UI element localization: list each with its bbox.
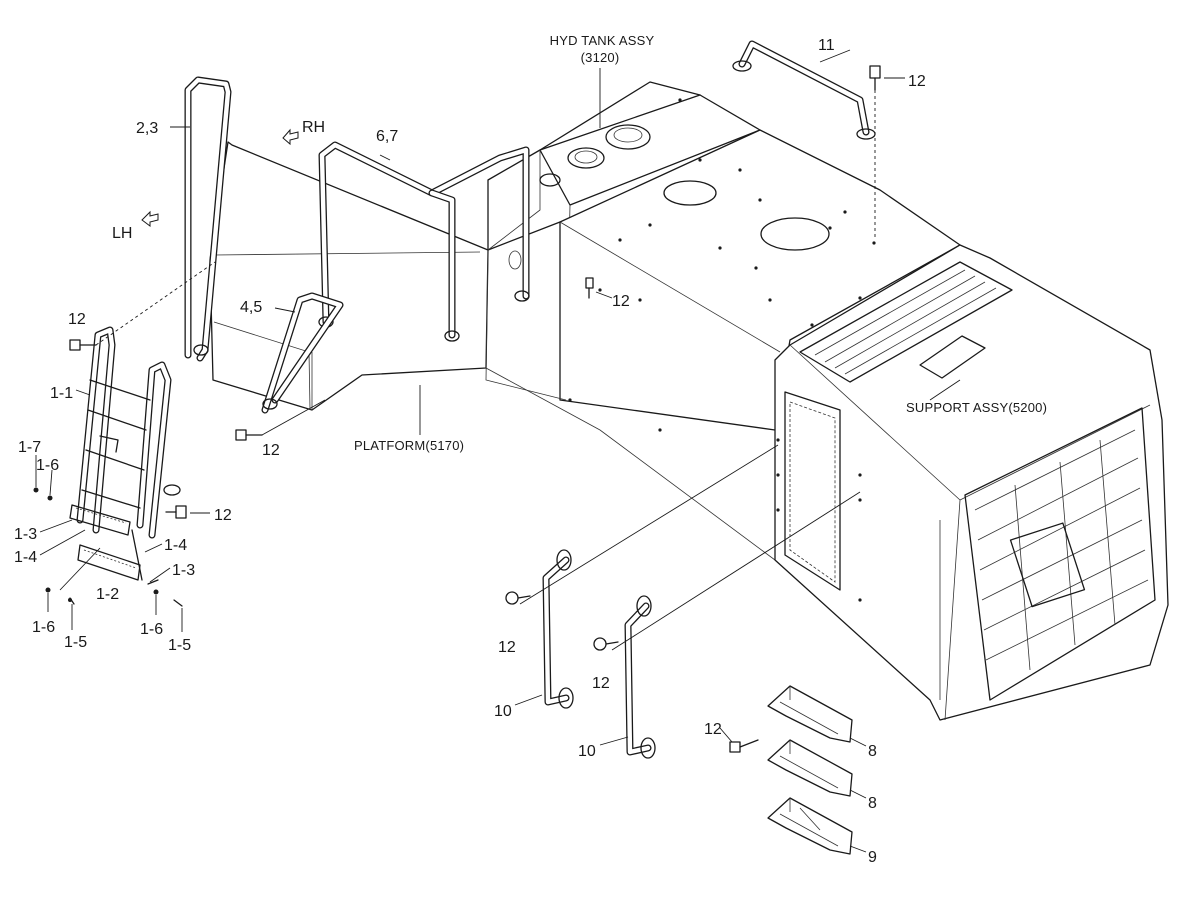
callout-1-3-b: 1-3 [172,562,195,579]
support-assy-label: SUPPORT ASSY(5200) [906,400,1047,415]
handrail-6-7 [318,141,530,342]
bolt-12-group [69,65,881,753]
bracket-10-a [542,549,574,709]
callout-1-6-a: 1-6 [36,457,59,474]
callout-12-h1: 12 [498,639,516,656]
step-8-a [767,685,853,743]
callout-1-4-a: 1-4 [14,549,37,566]
callout-1-4-b: 1-4 [164,537,187,554]
callout-2-3: 2,3 [136,120,158,137]
callout-9: 9 [868,849,877,866]
callout-12-h2: 12 [592,675,610,692]
small-hardware [33,487,183,607]
step-8-b [767,739,853,797]
callout-1-5-a: 1-5 [64,634,87,651]
hyd-tank-code-label: (3120) [581,50,620,65]
support-assy-body [774,244,1169,721]
callout-12-top: 12 [908,73,926,90]
callout-10-a: 10 [494,703,512,720]
callout-8-a: 8 [868,743,877,760]
lh-arrow [141,210,159,227]
callout-12-ladder-top: 12 [68,311,86,328]
callout-12-ladder-side: 12 [214,507,232,524]
part-callouts: 2,3 6,7 4,5 11 12 12 12 12 12 12 12 12 1… [14,37,926,866]
platform-label: PLATFORM(5170) [354,438,464,453]
step-9 [767,797,853,855]
callout-4-5: 4,5 [240,299,262,316]
handrail-2-3 [184,76,232,362]
rh-label: RH [302,119,325,136]
callout-12-platform: 12 [262,442,280,459]
lh-label: LH [112,225,132,242]
callout-1-7: 1-7 [18,439,41,456]
hyd-tank-label: HYD TANK ASSY [550,33,655,48]
assembly-labels: HYD TANK ASSY (3120) SUPPORT ASSY(5200) … [354,33,1047,453]
callout-1-6-b: 1-6 [32,619,55,636]
callout-8-b: 8 [868,795,877,812]
ladder-assy [69,326,181,581]
callout-1-6-c: 1-6 [140,621,163,638]
bracket-10-b [624,595,656,759]
callout-1-2: 1-2 [96,586,119,603]
callout-10-b: 10 [578,743,596,760]
rh-arrow [282,128,299,146]
callout-11: 11 [818,37,835,54]
handle-11 [732,40,876,140]
callout-6-7: 6,7 [376,128,398,145]
callout-1-5-b: 1-5 [168,637,191,654]
callout-12-steps: 12 [704,721,722,738]
callout-12-mid: 12 [612,293,630,310]
handrail-4-5 [261,292,344,414]
direction-labels: RH LH [112,119,325,242]
callout-1-3-a: 1-3 [14,526,37,543]
leader-lines [35,49,961,853]
callout-1-1: 1-1 [50,385,73,402]
hydraulic-tank-body [209,81,961,561]
